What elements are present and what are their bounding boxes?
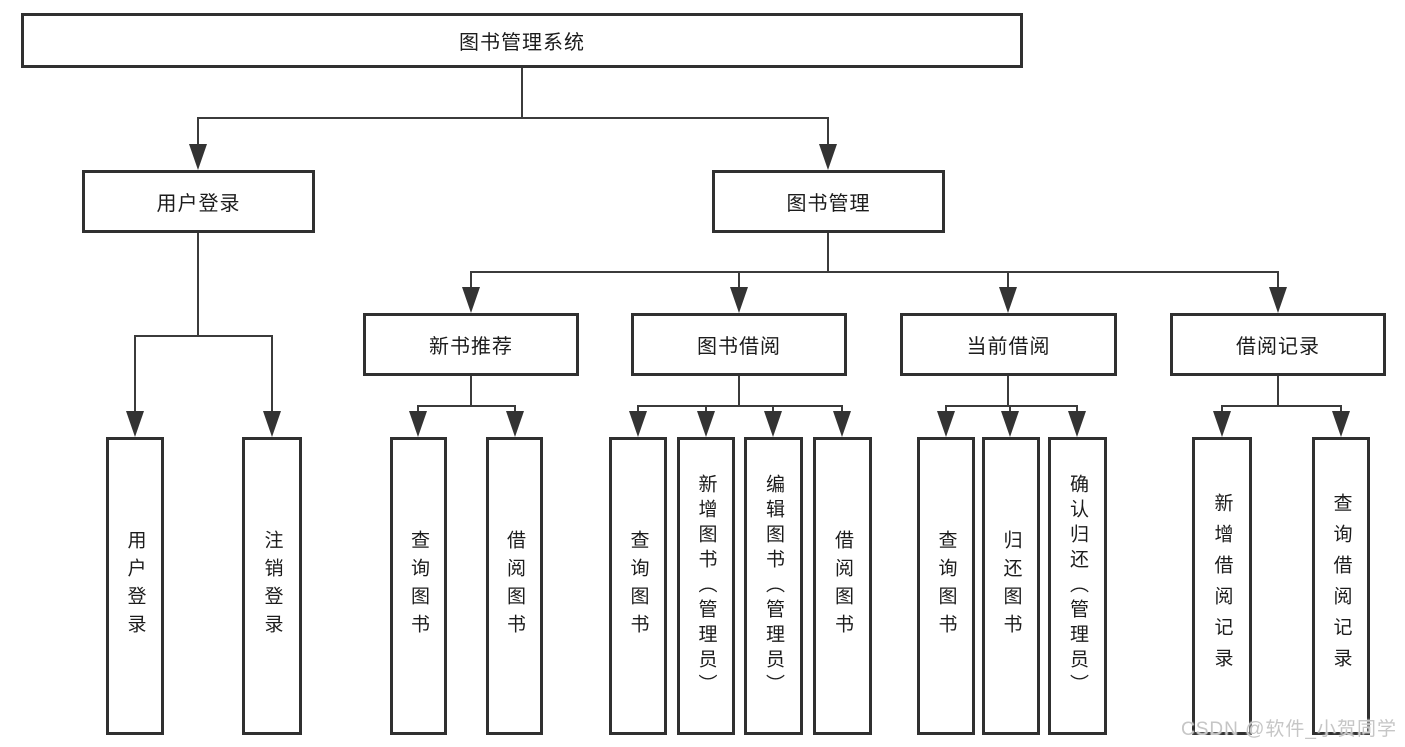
- br-add-record-label: 新增借阅记录: [1211, 493, 1233, 679]
- edge-to-br-add: [1221, 405, 1223, 413]
- node-new-book-rec: 新书推荐: [363, 313, 579, 376]
- edge-to-cb-return: [1009, 405, 1011, 413]
- nbr-borrow-book-label: 借阅图书: [504, 530, 525, 642]
- edge-root-stem: [521, 68, 523, 118]
- arrowhead-bb-borrow: [833, 411, 851, 437]
- edge-user-login-stem: [197, 233, 199, 336]
- arrowhead-current-borrow: [999, 287, 1017, 313]
- node-bb-borrow-book: 借阅图书: [813, 437, 872, 735]
- node-nbr-query-book: 查询图书: [390, 437, 447, 735]
- edge-current-borrow-rail: [945, 405, 1078, 407]
- bb-borrow-book-label: 借阅图书: [832, 530, 853, 642]
- edge-to-bb-edit: [772, 405, 774, 413]
- cb-confirm-return-label: 确认归还（管理员）: [1067, 473, 1088, 699]
- edge-to-current-borrow: [1007, 271, 1009, 287]
- edge-to-br-query: [1340, 405, 1342, 413]
- node-bb-edit-book: 编辑图书（管理员）: [744, 437, 803, 735]
- node-book-borrow: 图书借阅: [631, 313, 847, 376]
- cb-query-book-label: 查询图书: [935, 530, 957, 642]
- edge-to-new-book-rec: [470, 271, 472, 287]
- arrowhead-borrow-record: [1269, 287, 1287, 313]
- node-bb-add-book: 新增图书（管理员）: [677, 437, 735, 735]
- edge-borrow-record-rail: [1221, 405, 1342, 407]
- node-cb-confirm-return: 确认归还（管理员）: [1048, 437, 1107, 735]
- edge-to-leaf-user-login: [134, 335, 136, 411]
- edge-to-nbr-borrow: [514, 405, 516, 413]
- arrowhead-user-login: [189, 144, 207, 170]
- arrowhead-nbr-borrow: [506, 411, 524, 437]
- edge-current-borrow-stem: [1007, 376, 1009, 406]
- leaf-user-login-label: 用户登录: [124, 530, 146, 642]
- leaf-logout-label: 注销登录: [261, 530, 283, 642]
- node-nbr-borrow-book: 借阅图书: [486, 437, 543, 735]
- edge-new-book-rec-stem: [470, 376, 472, 406]
- arrowhead-bb-add: [697, 411, 715, 437]
- bb-edit-book-label: 编辑图书（管理员）: [763, 473, 784, 699]
- nbr-query-book-label: 查询图书: [408, 530, 429, 642]
- arrowhead-bb-query: [629, 411, 647, 437]
- edge-to-cb-confirm: [1076, 405, 1078, 413]
- node-br-query-record: 查询借阅记录: [1312, 437, 1370, 735]
- arrowhead-leaf-user-login: [126, 411, 144, 437]
- edge-to-leaf-logout: [271, 335, 273, 411]
- br-query-record-label: 查询借阅记录: [1330, 493, 1352, 679]
- csdn-watermark: CSDN @软件_小贺同学: [1181, 719, 1397, 740]
- edge-root-to-book-management: [827, 117, 829, 146]
- edge-new-book-rec-rail: [417, 405, 516, 407]
- node-cb-return-book: 归还图书: [982, 437, 1040, 735]
- arrowhead-book-management: [819, 144, 837, 170]
- arrowhead-new-book-rec: [462, 287, 480, 313]
- arrowhead-cb-query: [937, 411, 955, 437]
- node-leaf-user-login: 用户登录: [106, 437, 164, 735]
- node-bb-query-book: 查询图书: [609, 437, 667, 735]
- edge-to-cb-query: [945, 405, 947, 413]
- bb-query-book-label: 查询图书: [627, 530, 649, 642]
- node-br-add-record: 新增借阅记录: [1192, 437, 1252, 735]
- edge-root-to-user-login: [197, 117, 199, 146]
- arrowhead-cb-return: [1001, 411, 1019, 437]
- node-book-management: 图书管理: [712, 170, 945, 233]
- arrowhead-leaf-logout: [263, 411, 281, 437]
- edge-to-bb-borrow: [841, 405, 843, 413]
- cb-return-book-label: 归还图书: [1000, 530, 1022, 642]
- edge-to-bb-add: [705, 405, 707, 413]
- node-user-login: 用户登录: [82, 170, 315, 233]
- edge-to-nbr-query: [417, 405, 419, 413]
- edge-book-management-stem: [827, 233, 829, 272]
- edge-user-login-rail: [134, 335, 273, 337]
- arrowhead-nbr-query: [409, 411, 427, 437]
- edge-book-borrow-stem: [738, 376, 740, 406]
- arrowhead-br-query: [1332, 411, 1350, 437]
- edge-borrow-record-stem: [1277, 376, 1279, 406]
- node-cb-query-book: 查询图书: [917, 437, 975, 735]
- arrowhead-cb-confirm: [1068, 411, 1086, 437]
- edge-to-book-borrow: [738, 271, 740, 287]
- node-borrow-record: 借阅记录: [1170, 313, 1386, 376]
- edge-to-borrow-record: [1277, 271, 1279, 287]
- edge-root-rail: [197, 117, 829, 119]
- edge-book-borrow-rail: [637, 405, 843, 407]
- edge-book-management-rail: [470, 271, 1279, 273]
- node-current-borrow: 当前借阅: [900, 313, 1117, 376]
- bb-add-book-label: 新增图书（管理员）: [695, 473, 717, 699]
- arrowhead-br-add: [1213, 411, 1231, 437]
- node-library-system: 图书管理系统: [21, 13, 1023, 68]
- node-leaf-logout: 注销登录: [242, 437, 302, 735]
- arrowhead-bb-edit: [764, 411, 782, 437]
- edge-to-bb-query: [637, 405, 639, 413]
- arrowhead-book-borrow: [730, 287, 748, 313]
